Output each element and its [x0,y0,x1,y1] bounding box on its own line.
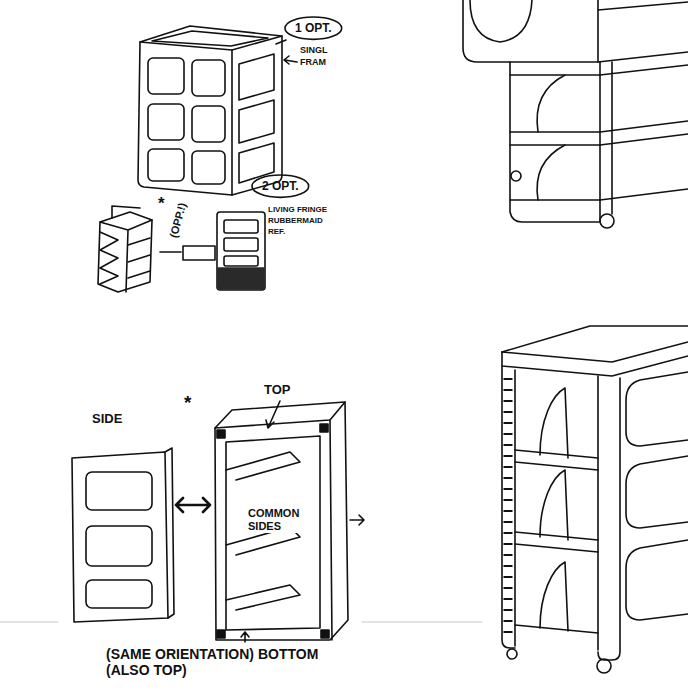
lower-frame [510,62,600,222]
option-label: 2 OPT. [262,179,299,193]
leader-arrow [241,632,249,642]
caster [511,171,521,181]
cart-ribs [504,378,513,636]
leader-arrow [266,401,280,428]
stacked-cart-sketch [98,206,215,292]
frame-right-face [232,36,282,195]
leader-arrow [284,56,297,64]
cart-edge [100,220,152,292]
frame-opening [192,60,225,96]
cart-handle [112,206,140,218]
note-text: (OPP.!) [167,201,188,239]
frame-top-rim [152,31,268,46]
upper-drawer [463,0,598,62]
reference-note: RUBBERMAID [268,216,323,225]
option-label: 1 OPT. [295,21,332,35]
star-mark: * [158,194,165,214]
frame-top [140,26,282,50]
side-opening [626,540,688,620]
frame-opening [148,149,184,181]
cart-top [502,326,688,352]
panel-slot [224,220,258,233]
drawer-side [598,2,688,62]
frame-inner [226,436,320,630]
frame-outline [215,402,348,640]
star-mark: * [184,392,191,414]
note-text: FRAM [300,57,326,67]
frame-slot [239,54,274,100]
cart-drawer [128,238,150,278]
shelf-divider [540,388,568,631]
note-text: SINGL [300,45,328,55]
cart-outline [98,212,152,292]
part-name: TOP [264,383,291,398]
drawer-cart-rendering [463,0,688,228]
frame-opening [148,58,184,94]
drawer-cutout [537,75,565,200]
cart-side [600,62,688,214]
reference-note: LIVING FRINGE [268,205,327,214]
side-opening [86,580,152,608]
option-circle: 1 OPT. [287,18,340,38]
side-assembly-sketch [72,401,364,642]
side-panel [72,452,168,622]
note-text: (SAME ORIENTATION) BOTTOM (ALSO TOP) [106,646,361,678]
reference-note: REF. [268,227,285,236]
cart-post [598,376,620,660]
corner-joint [217,424,329,638]
part-name: SIDE [92,412,122,427]
drawer-cutout [470,0,532,42]
panel-slot [224,238,258,251]
frame-opening [148,104,184,140]
side-opening [86,472,152,510]
arrow-line [350,515,364,525]
circle-outline [252,175,309,197]
frame-left-face [138,42,232,195]
cart-zigzag [100,232,118,284]
leader-line [276,40,286,44]
arrow-line [160,251,181,253]
panel-divider [0,622,482,623]
side-opening [86,526,152,566]
cart-top-edge [502,342,688,362]
single-frame-sketch [138,26,297,195]
cart-top-rim [502,352,688,376]
option-circle: 2 OPT. [254,176,307,196]
shelf-cart-rendering [502,326,688,673]
frame-opening [192,106,225,142]
circle-outline [285,17,342,39]
panel-shading [218,268,264,289]
caster [507,649,517,659]
panel-slot [224,256,258,266]
drawer-line [510,75,600,200]
side-panel-sketch [217,212,265,290]
panel-outline [217,212,265,290]
caster [597,659,611,673]
part-name: COMMON SIDES [246,506,314,533]
cart-post [502,366,515,648]
caster [600,214,614,228]
frame-opening [192,151,225,184]
side-opening [626,372,688,446]
side-opening [626,456,688,528]
frame-slot [239,100,274,143]
side-panel-depth [165,448,174,618]
small-panel [183,246,215,260]
frame-slot [239,143,274,183]
double-arrow [176,498,210,512]
frame-edge [215,402,345,640]
